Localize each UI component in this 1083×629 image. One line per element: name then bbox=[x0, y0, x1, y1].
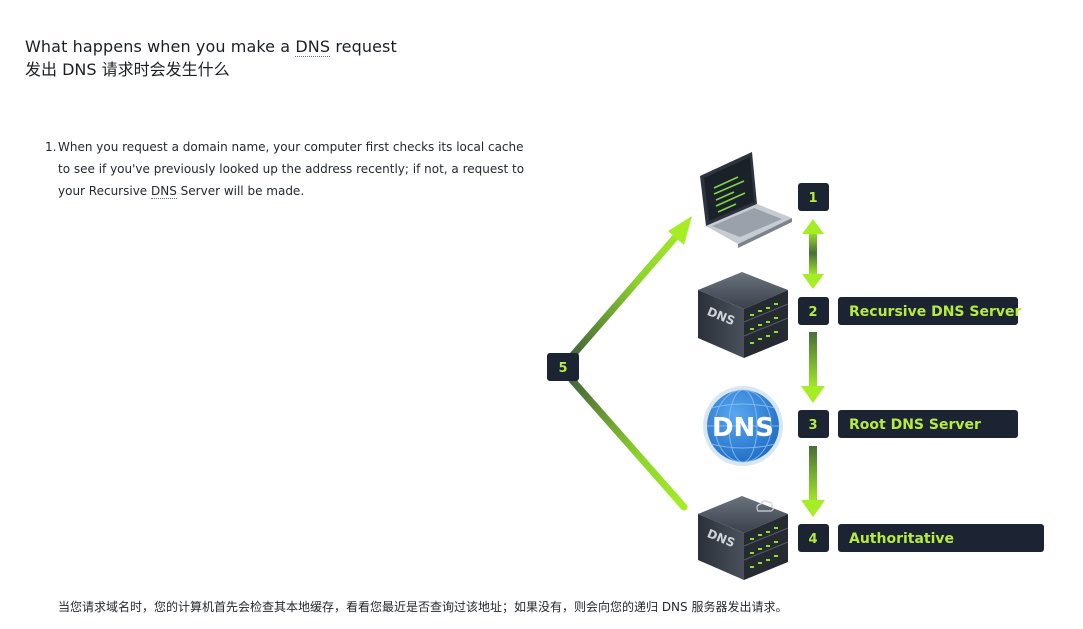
arrow-2-3 bbox=[801, 332, 825, 403]
dns-abbreviation[interactable]: DNS bbox=[295, 37, 331, 57]
authoritative-server-icon: DNS bbox=[698, 496, 789, 580]
step-arrows bbox=[801, 219, 825, 517]
arrow-3-4 bbox=[801, 446, 825, 517]
svg-text:Recursive DNS Server: Recursive DNS Server bbox=[849, 304, 1021, 320]
title-text-start: What happens when you make a bbox=[25, 37, 296, 56]
list-item: 1. When you request a domain name, your … bbox=[45, 136, 535, 202]
step-5-badge: 5 bbox=[547, 353, 579, 381]
step-3-badge: 3 bbox=[798, 410, 829, 438]
dns-globe-icon: DNS bbox=[703, 386, 783, 466]
step-text: When you request a domain name, your com… bbox=[58, 140, 525, 199]
recursive-dns-server-label: Recursive DNS Server bbox=[838, 297, 1021, 325]
svg-text:4: 4 bbox=[808, 532, 817, 547]
root-dns-server-label: Root DNS Server bbox=[838, 410, 1018, 438]
svg-text:Authoritative: Authoritative bbox=[849, 531, 954, 547]
dns-abbreviation[interactable]: DNS bbox=[151, 184, 177, 199]
step-2-badge: 2 bbox=[798, 297, 829, 325]
authoritative-label: Authoritative bbox=[838, 524, 1044, 552]
step-list: 1. When you request a domain name, your … bbox=[45, 136, 535, 202]
laptop-icon bbox=[700, 152, 792, 248]
svg-text:2: 2 bbox=[808, 305, 817, 320]
return-arrows bbox=[568, 216, 692, 511]
globe-text: DNS bbox=[712, 413, 774, 443]
arrow-1-2 bbox=[802, 219, 824, 289]
arrow-from-authoritative bbox=[568, 376, 688, 511]
arrow-to-laptop bbox=[568, 228, 684, 360]
step-4-badge: 4 bbox=[798, 524, 829, 552]
svg-text:5: 5 bbox=[558, 361, 567, 376]
svg-text:Root DNS Server: Root DNS Server bbox=[849, 417, 981, 433]
svg-text:1: 1 bbox=[808, 191, 817, 206]
page-title-english: What happens when you make a DNS request bbox=[25, 36, 397, 58]
svg-text:3: 3 bbox=[808, 418, 817, 433]
page-title: What happens when you make a DNS request… bbox=[25, 36, 397, 82]
title-text-end: request bbox=[330, 37, 397, 56]
arrow-head-up bbox=[668, 216, 692, 245]
page-title-chinese: 发出 DNS 请求时会发生什么 bbox=[25, 60, 230, 79]
step-1-badge: 1 bbox=[798, 183, 829, 211]
step-number: 1. bbox=[45, 140, 57, 154]
dns-server-icon: DNS bbox=[698, 272, 789, 358]
translation-note: 当您请求域名时，您的计算机首先会检查其本地缓存，看看您最近是否查询过该地址；如果… bbox=[58, 600, 788, 614]
